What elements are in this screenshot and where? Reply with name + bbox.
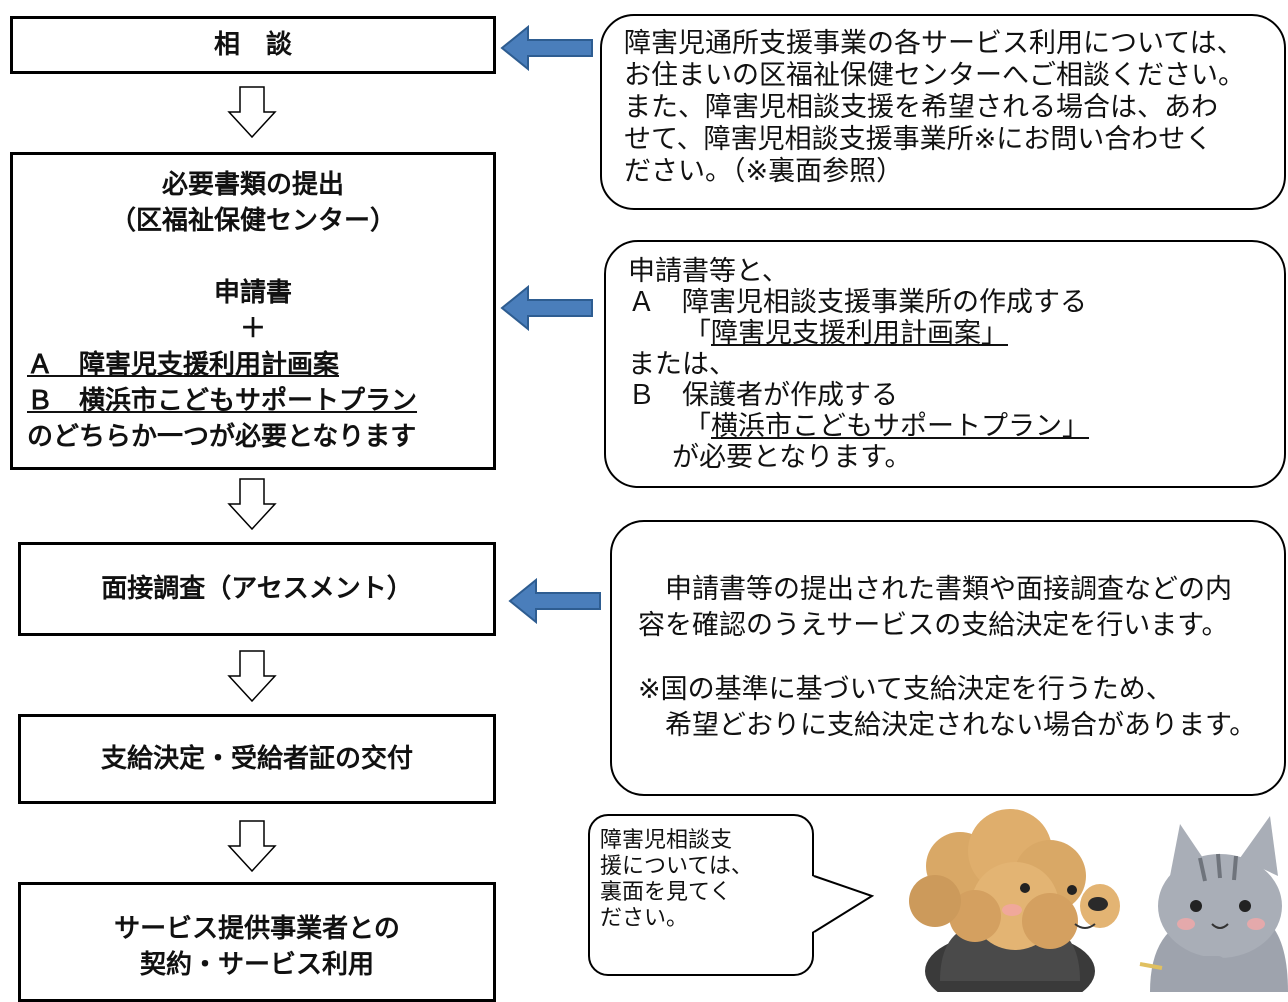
step-consultation-label: 相 談 [213, 30, 292, 60]
note-line: または、 [628, 349, 736, 380]
speech-bubble-tail [812, 875, 874, 933]
option-a-plan: Ａ 障害児支援利用計画案 [27, 350, 340, 380]
speech-bubble: 障害児相談支 援については、 裏面を見てく ださい。 [588, 814, 814, 976]
left-arrow-icon [500, 285, 593, 331]
down-arrow-icon [227, 86, 277, 138]
note-line: 「横浜市こどもサポートプラン」 [628, 411, 1266, 442]
down-arrow-icon [227, 478, 277, 530]
note-line: 「障害児支援利用計画案」 [628, 318, 1266, 349]
bubble-line: 裏面を見てく [600, 880, 732, 905]
note-line: Ｂ 保護者が作成する [628, 380, 898, 411]
note-required-documents: 申請書等と、 Ａ 障害児相談支援事業所の作成する 「障害児支援利用計画案」 また… [604, 240, 1286, 488]
option-b-plan: Ｂ 横浜市こどもサポートプラン [27, 386, 418, 416]
plan-a-name: 障害児支援利用計画案」 [711, 318, 1008, 349]
cat-icon [1139, 816, 1288, 992]
note-line: ださい。（※裏面参照） [624, 156, 904, 187]
bubble-line: 障害児相談支 [600, 828, 733, 853]
step-service-contract: サービス提供事業者との 契約・サービス利用 [18, 882, 496, 1002]
note-line: せて、障害児相談支援事業所※にお問い合わせく [624, 124, 1213, 155]
note-line: 申請書等と、 [628, 256, 789, 287]
step-contract-line2: 契約・サービス利用 [139, 950, 374, 980]
note-line: 障害児通所支援事業の各サービス利用については、 [624, 28, 1244, 59]
plan-b-name: 横浜市こどもサポートプラン」 [711, 411, 1089, 442]
step-interview: 面接調査（アセスメント） [18, 542, 496, 636]
down-arrow-icon [227, 820, 277, 872]
quote-open: 「 [684, 318, 711, 349]
note-line: 申請書等の提出された書類や面接調査などの内 [665, 574, 1232, 605]
left-arrow-icon [508, 578, 601, 624]
quote-open: 「 [684, 411, 711, 442]
left-arrow-icon [500, 25, 593, 71]
step-decision-label: 支給決定・受給者証の交付 [100, 744, 413, 774]
step-submit-plus: ＋ [239, 314, 266, 344]
down-arrow-icon [227, 650, 277, 702]
note-line: 容を確認のうえサービスの支給決定を行います。 [638, 610, 1229, 641]
spacer [638, 644, 1274, 672]
step-decision: 支給決定・受給者証の交付 [18, 714, 496, 804]
step-contract-line1: サービス提供事業者との [114, 914, 400, 944]
step-submit-documents: 必要書類の提出 （区福祉保健センター） 申請書 ＋ Ａ 障害児支援利用計画案 Ｂ… [10, 152, 496, 470]
note-line: お住まいの区福祉保健センターへご相談ください。 [624, 60, 1245, 91]
bubble-line: ださい。 [600, 906, 689, 931]
step-submit-title: 必要書類の提出 [161, 170, 344, 200]
note-line: ※国の基準に基づいて支給決定を行うため、 [638, 674, 1173, 705]
mascot-dog-and-cat-illustration [909, 809, 1288, 992]
note-assessment: 申請書等の提出された書類や面接調査などの内 容を確認のうえサービスの支給決定を行… [610, 520, 1286, 796]
note-consultation: 障害児通所支援事業の各サービス利用については、 お住まいの区福祉保健センターへご… [600, 14, 1286, 210]
bubble-line: 援については、 [600, 854, 753, 879]
step-submit-requirement: のどちらか一つが必要となります [27, 422, 417, 452]
note-line: 希望どおりに支給決定されない場合があります。 [665, 710, 1257, 741]
note-line: Ａ 障害児相談支援事業所の作成する [628, 287, 1087, 318]
step-interview-label: 面接調査（アセスメント） [101, 574, 413, 604]
dog-icon [909, 809, 1120, 992]
note-line: また、障害児相談支援を希望される場合は、あわ [624, 92, 1218, 123]
note-line: が必要となります。 [672, 442, 912, 473]
step-submit-application: 申請書 [213, 278, 292, 308]
step-submit-location: （区福祉保健センター） [109, 206, 396, 236]
step-consultation: 相 談 [10, 16, 496, 74]
